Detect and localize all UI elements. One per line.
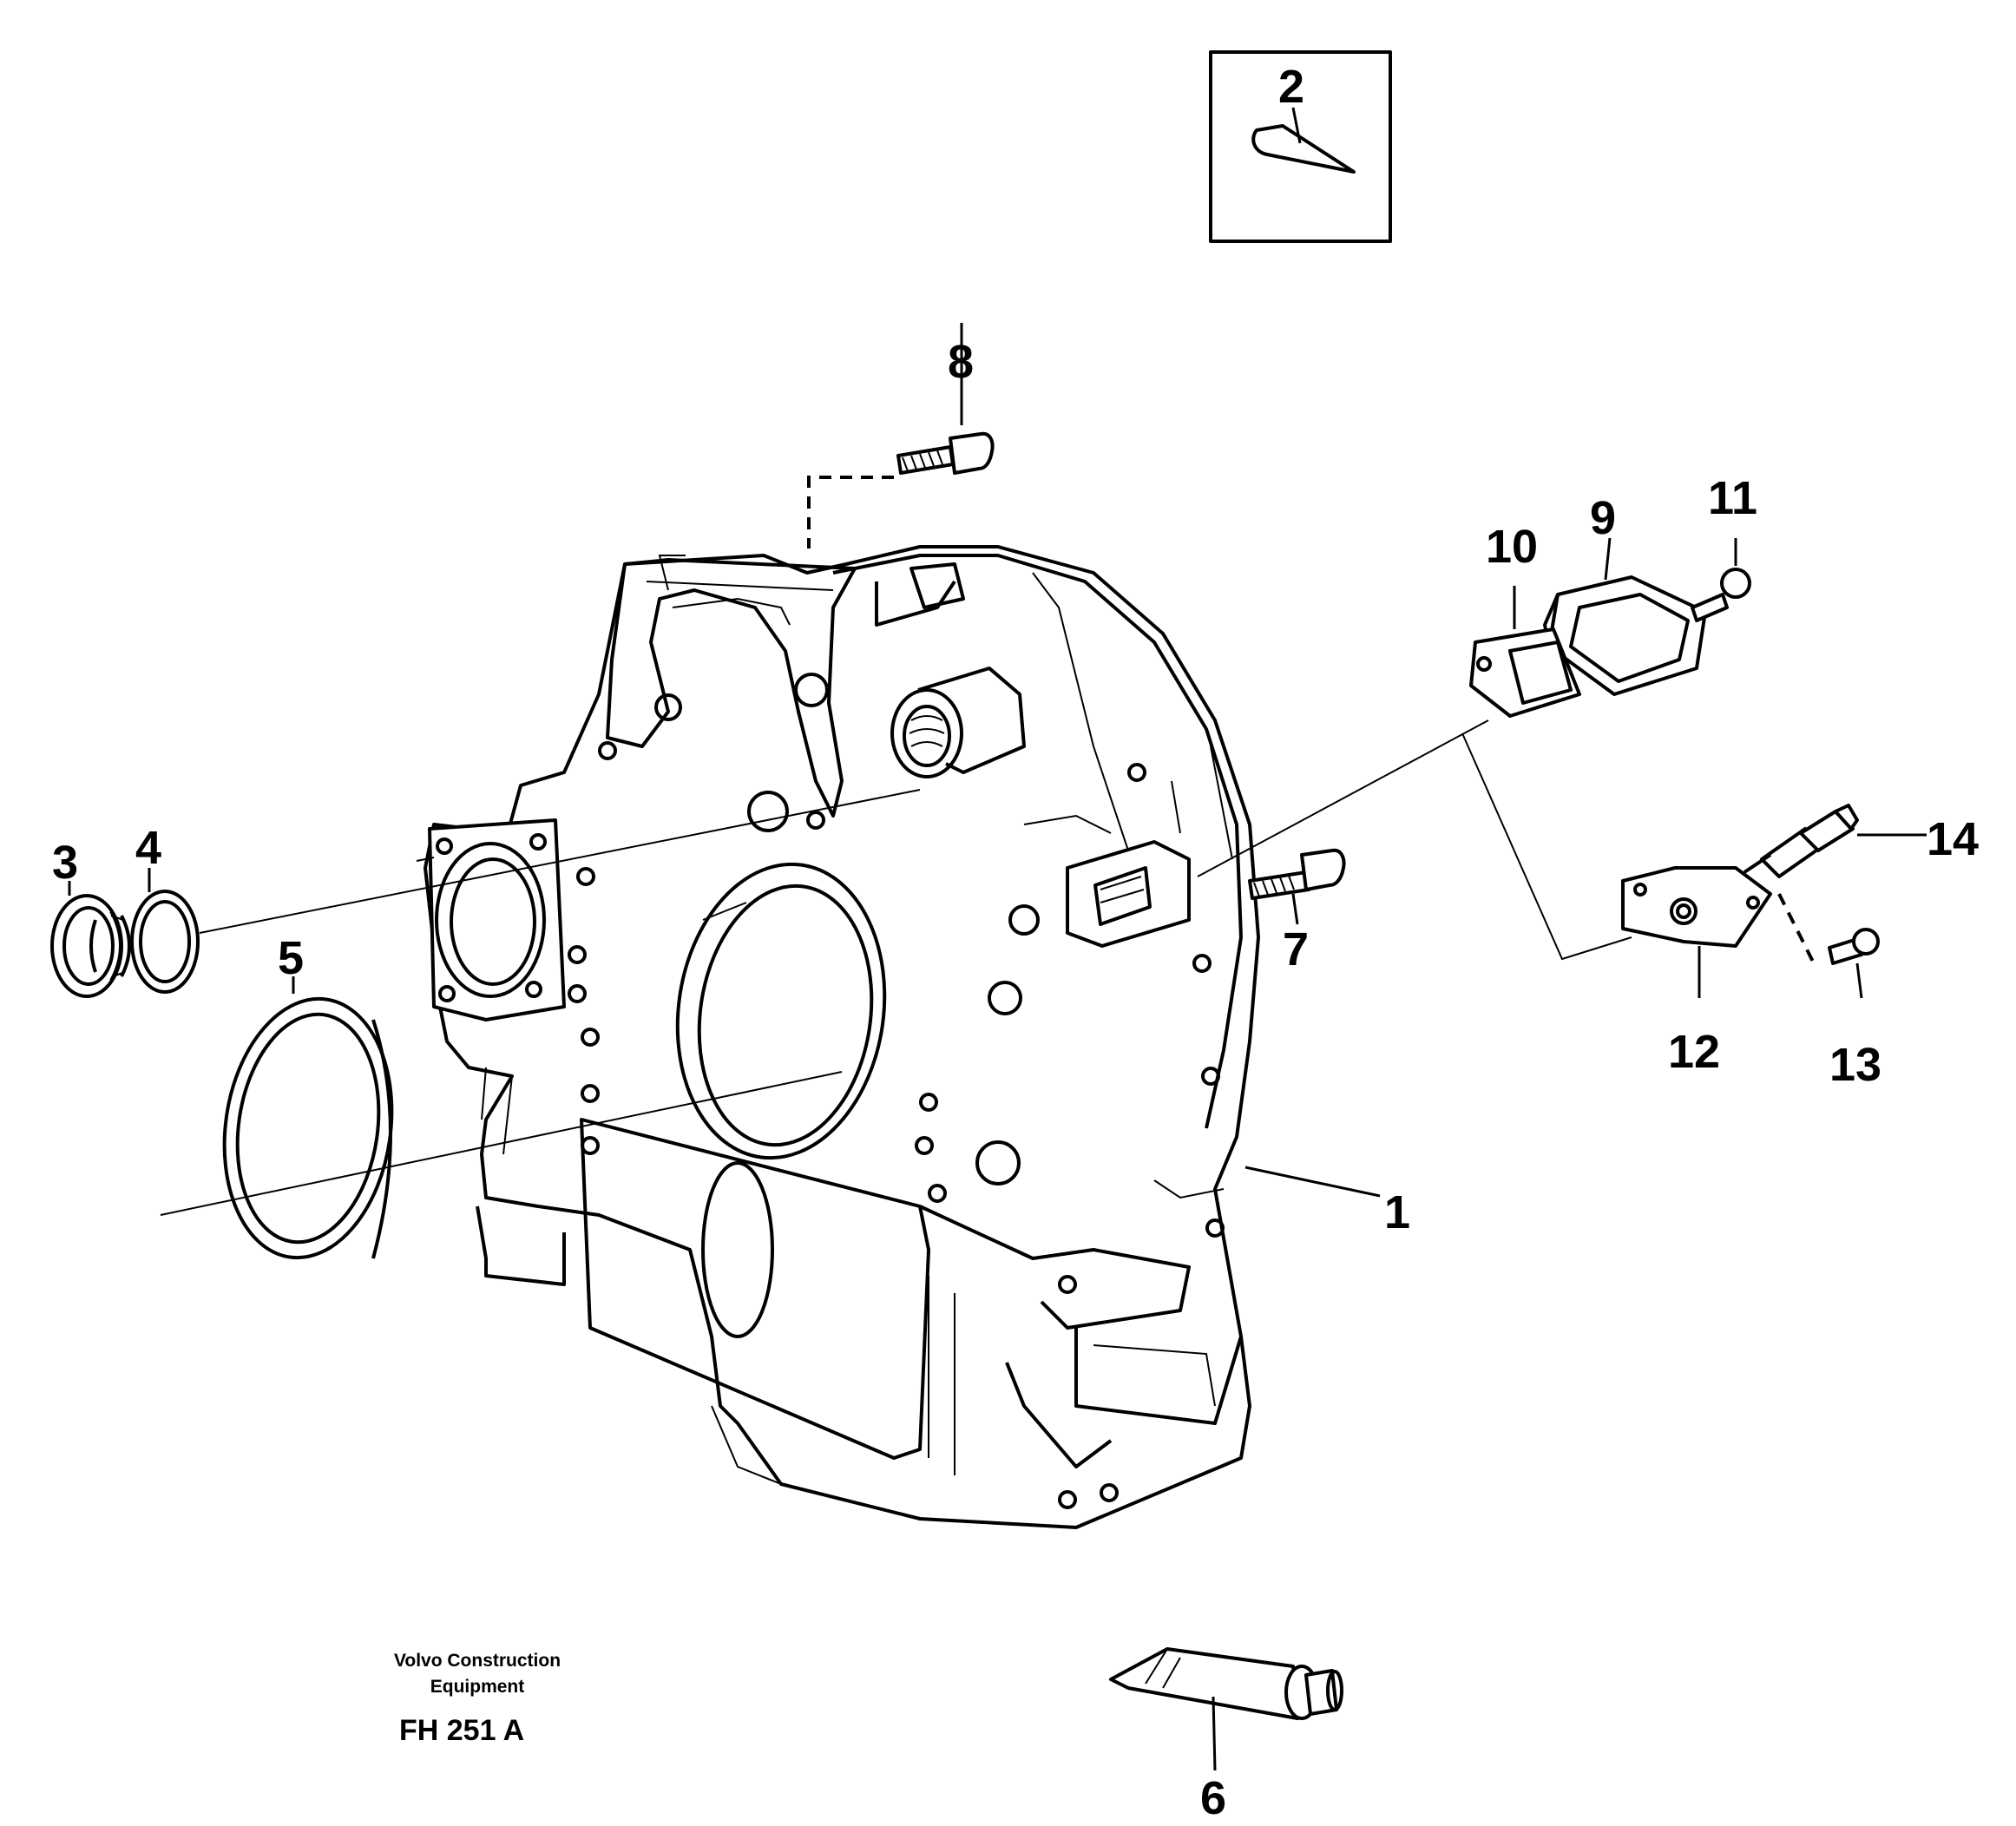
callout-14: 14 <box>1927 813 1979 865</box>
caption-company-line2: Equipment <box>430 1677 525 1697</box>
part-11-screw <box>1691 538 1751 622</box>
callout-labels: 2 8 3 4 5 7 10 9 11 14 12 13 1 6 <box>52 61 1979 1824</box>
sensor-pad <box>1066 840 1191 948</box>
assembly-lines <box>160 719 1632 1216</box>
callout-6: 6 <box>1200 1772 1226 1824</box>
callout-9: 9 <box>1590 492 1616 544</box>
part-2-inset <box>1209 50 1392 243</box>
caption-company-line1: Volvo Construction <box>394 1651 561 1671</box>
part-8-bolt <box>807 323 995 548</box>
part-10-gasket <box>1469 586 1581 718</box>
callout-8: 8 <box>948 336 974 388</box>
callout-1: 1 <box>1384 1186 1410 1238</box>
part-13-screw <box>1828 928 1880 999</box>
starter-port-flange <box>428 818 566 1021</box>
callout-3: 3 <box>52 837 78 889</box>
part-6-sealant-tube <box>1109 1647 1343 1771</box>
part-4-sealing-ring <box>130 868 200 994</box>
flange-bolt-holes <box>568 673 1225 1509</box>
callout-2: 2 <box>1278 61 1304 113</box>
callout-10: 10 <box>1486 521 1538 573</box>
callout-12: 12 <box>1668 1026 1720 1078</box>
part-5-seal-ring <box>222 976 394 1260</box>
part-12-plate <box>1621 866 1772 998</box>
caption-figure-code: FH 251 A <box>399 1714 524 1747</box>
main-bore <box>675 862 887 1160</box>
part-3-plug <box>50 881 131 998</box>
part-1-flywheel-housing <box>424 545 1260 1529</box>
callout-4: 4 <box>135 822 161 874</box>
caption: Volvo Construction Equipment FH 251 A <box>394 1651 561 1747</box>
callout-11: 11 <box>1708 472 1757 524</box>
part-14-sensor <box>1743 804 1927 878</box>
callout-13: 13 <box>1829 1039 1881 1091</box>
part-7-bolt <box>1248 848 1346 925</box>
callout-7: 7 <box>1283 923 1309 975</box>
part-9-cover <box>1543 537 1707 696</box>
threaded-boss <box>890 667 1026 778</box>
callout-5: 5 <box>278 932 304 984</box>
